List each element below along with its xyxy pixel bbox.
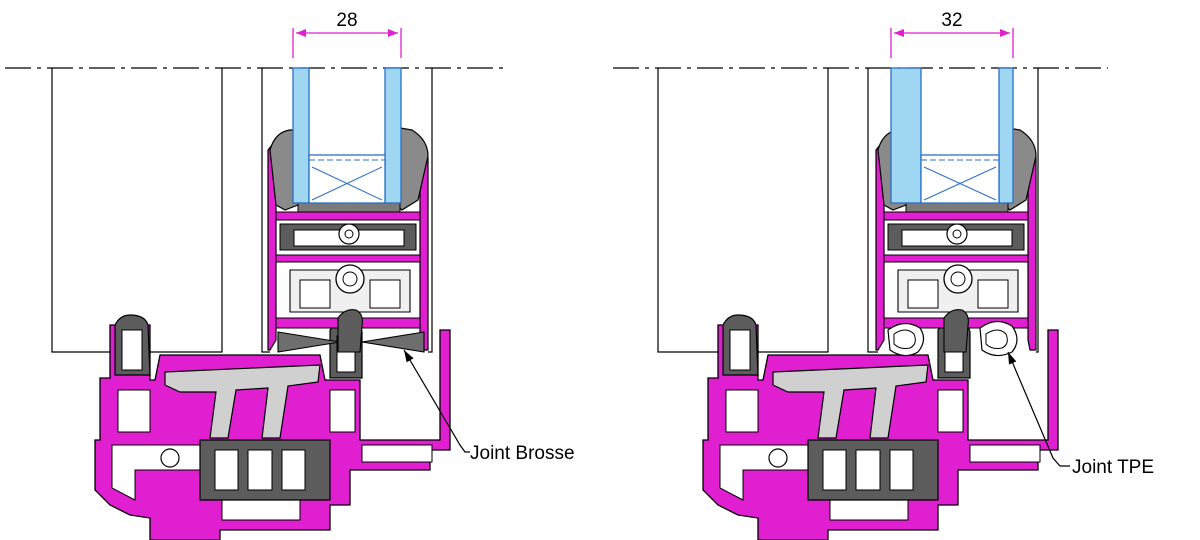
glass-thickness-right: 32: [941, 10, 962, 31]
glass-pane-outer-left: [292, 67, 310, 204]
leader-right: [1007, 351, 1070, 467]
outer-frame-outline-left: [51, 68, 110, 353]
glass-pane-outer-right: [890, 67, 922, 204]
sash-outline-left: [261, 68, 270, 353]
seal-label-right: Joint TPE: [1072, 457, 1154, 478]
outer-frame-outline-right: [657, 68, 718, 353]
section-left: 28 Joint Brosse: [5, 10, 575, 540]
frame-profile-left: [94, 314, 451, 540]
section-right: 32 Joint TPE: [613, 10, 1154, 540]
brush-seal-right-part: [361, 331, 425, 353]
sash-outline-right: [867, 68, 878, 353]
glass-pane-inner-left: [384, 67, 402, 204]
tpe-seal-left-part: [887, 322, 925, 357]
leader-left: [403, 349, 470, 453]
seal-label-left-text: Joint Brosse: [470, 443, 575, 464]
brush-seal-left-part: [277, 331, 341, 353]
glass-pane-inner-right: [998, 67, 1014, 204]
glass-thickness-left: 28: [336, 10, 357, 31]
